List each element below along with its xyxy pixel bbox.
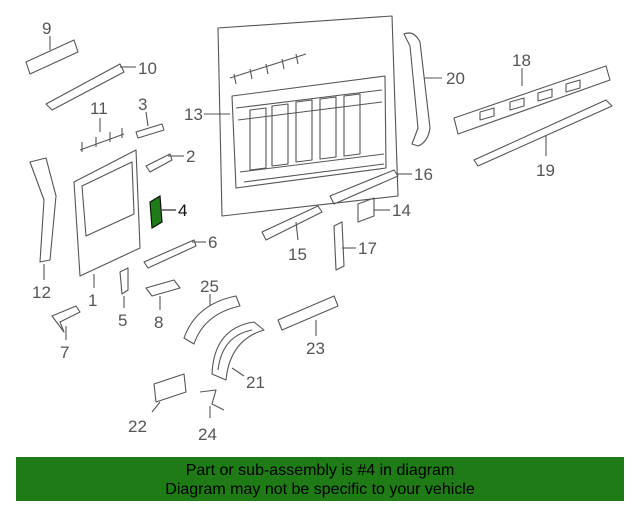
callout-15: 15 [288,245,307,264]
part-19-lower-rail[interactable] [473,99,613,167]
part-8[interactable] [145,279,181,310]
callout-19: 19 [536,161,555,180]
part-17[interactable] [333,221,356,271]
callout-14: 14 [392,201,411,220]
part-6[interactable] [143,239,206,269]
callout-13: 13 [184,105,203,124]
part-22[interactable] [151,373,187,413]
info-banner: Part or sub-assembly is #4 in diagram Di… [16,457,624,501]
part-11[interactable] [79,118,125,152]
part-10[interactable] [45,63,136,111]
banner-line-2: Diagram may not be specific to your vehi… [165,481,475,498]
part-9[interactable] [25,36,79,75]
callout-17: 17 [358,239,377,258]
banner-line-1: Part or sub-assembly is #4 in diagram [185,462,455,479]
part-13-side-panel[interactable] [204,15,399,217]
part-21-wheelhouse[interactable] [211,321,265,381]
callout-22: 22 [128,417,147,436]
part-4-highlighted[interactable] [149,194,176,230]
part-2[interactable] [145,153,184,173]
callout-20: 20 [446,69,465,88]
part-25-arch[interactable] [183,294,241,345]
callout-10: 10 [138,59,157,78]
callout-25: 25 [200,277,219,296]
part-15[interactable] [261,205,323,241]
callout-8: 8 [154,313,163,332]
part-16[interactable] [329,169,412,205]
callout-23: 23 [306,339,325,358]
callout-11: 11 [90,99,108,118]
callout-7: 7 [60,343,69,362]
callout-24: 24 [198,425,217,444]
callout-12: 12 [32,283,51,302]
part-23[interactable] [277,295,339,336]
callout-2: 2 [186,147,195,166]
callout-4: 4 [178,201,187,220]
part-24[interactable] [199,389,225,418]
part-14[interactable] [357,197,390,223]
callout-21: 21 [246,373,265,392]
part-1-inner-panel[interactable] [73,149,141,288]
part-18-rail[interactable] [453,65,611,135]
callout-6: 6 [208,233,217,252]
part-12-pillar[interactable] [29,157,57,280]
callout-9: 9 [42,19,51,38]
callout-16: 16 [414,165,433,184]
callout-1: 1 [88,291,97,310]
part-7[interactable] [51,305,81,340]
part-20-pillar[interactable] [403,32,442,147]
callout-3: 3 [138,95,147,114]
parts-diagram: 9 10 11 3 13 2 4 6 12 1 5 8 7 25 21 22 2… [25,15,613,444]
part-3[interactable] [135,111,165,139]
callout-5: 5 [118,311,127,330]
part-5[interactable] [119,267,129,308]
callout-18: 18 [512,51,531,70]
